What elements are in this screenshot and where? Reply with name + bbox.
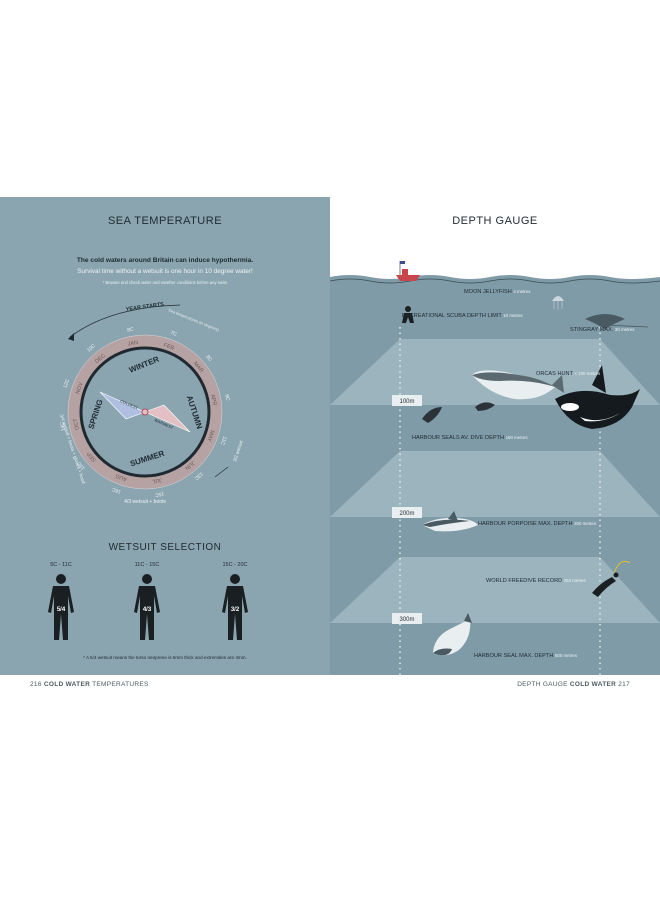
depth-band-300m [330, 557, 660, 623]
harbour-seal-icon [422, 402, 495, 423]
bottom-note: 4/3 wetsuit + boots [124, 499, 166, 505]
left-folio: 216 COLD WATER TEMPERATURES [30, 681, 149, 688]
right-page-number: 217 [618, 681, 630, 688]
depth-gauge-panel: DEPTH GAUGE 100m 200m 300m [330, 197, 660, 675]
suit-range-1: 5C - 11C [50, 562, 72, 568]
boat-icon [396, 261, 420, 281]
temp-label-mar: 8C [204, 354, 213, 363]
month-label-aug: AUG [115, 472, 128, 482]
svg-text:200m: 200m [399, 511, 414, 517]
temperature-labels: 8C 7C 8C 9C 11C 13C 15C 16C 15C 14C 12C 10C [59, 326, 230, 497]
jellyfish-icon [552, 296, 564, 310]
depth-gauge-title: DEPTH GAUGE [452, 215, 538, 227]
month-label-sep: SEP [86, 450, 98, 463]
temp-label-jan: 8C [127, 326, 135, 333]
label-orcas: ORCAS HUNT < 100 metres [536, 371, 601, 377]
svg-text:100m: 100m [399, 399, 414, 405]
ring-outline [67, 334, 223, 490]
suit-range-2: 11C - 15C [134, 562, 160, 568]
depth-illustration: 100m 200m 300m [330, 261, 660, 675]
suit-label-2: 4/3 [142, 607, 152, 613]
side-note-right: 3/2 wetsuit [232, 439, 244, 462]
marker-300m: 300m [392, 613, 422, 624]
intro-line-1: The cold waters around Britain can induc… [76, 257, 254, 264]
freediver-icon [592, 560, 631, 597]
wetsuit-selection-title: WETSUIT SELECTION [108, 542, 222, 553]
wetsuit-icon-5-4 [48, 574, 74, 640]
left-page-number: 216 [30, 681, 42, 688]
suit-range-3: 15C - 20C [222, 562, 248, 568]
year-starts-arrow [69, 304, 181, 338]
whale-icon [472, 370, 564, 400]
dial-note: Sea temperatures (in degrees) [168, 307, 221, 332]
month-label-feb: FEB [163, 342, 175, 351]
label-harbour-seal-max: HARBOUR SEAL MAX. DEPTH 500 metres [474, 653, 578, 659]
deep-harbour-seal-icon [433, 613, 472, 656]
intro-note: * Beware and check water and weather con… [102, 280, 228, 285]
orca-icon [555, 365, 640, 429]
suit-label-1: 5/4 [56, 607, 66, 613]
label-stingray: STINGRAY MAX. 30 metres [570, 327, 635, 333]
temp-label-jul: 15C [154, 490, 164, 498]
right-pointer [214, 466, 229, 478]
temp-label-sep: 15C [76, 460, 87, 471]
arrow-head-icon [68, 333, 74, 341]
surface-line [330, 278, 660, 284]
wetsuit-row: 5C - 11C 11C - 15C 15C - 20C 5/4 4/3 3/2 [36, 562, 294, 652]
left-folio-light: TEMPERATURES [92, 681, 149, 688]
temperature-dial: YEAR STARTS Sea temperatures (in degrees… [59, 302, 244, 505]
stingray-icon [585, 314, 649, 329]
right-folio-light: DEPTH GAUGE [517, 681, 568, 688]
season-ring [79, 346, 211, 478]
temp-label-may: 11C [219, 435, 228, 446]
intro-line-2: Survival time without a wetsuit is one h… [77, 268, 253, 275]
month-label-oct: OCT [73, 417, 81, 430]
temp-label-aug: 16C [111, 486, 122, 495]
month-label-apr: APR [209, 394, 217, 406]
sea-temperature-panel: SEA TEMPERATURE The cold waters around B… [0, 197, 330, 675]
left-folio-bold: COLD WATER [43, 681, 91, 688]
sea-temperature-title: SEA TEMPERATURE [107, 215, 223, 227]
temp-label-nov: 12C [62, 378, 71, 389]
label-harbour-seals-dive: HARBOUR SEALS AV. DIVE DEPTH 150 metres [412, 435, 528, 441]
temp-label-dec: 10C [86, 343, 97, 354]
needle-pivot [141, 408, 149, 416]
right-folio-bold: COLD WATER [569, 681, 617, 688]
label-harbour-porpoise: HARBOUR PORPOISE MAX. DEPTH 200 metres [478, 521, 597, 527]
month-label-nov: NOV [75, 381, 85, 395]
year-starts-label: YEAR STARTS [125, 302, 164, 313]
label-moon-jellyfish: MOON JELLYFISH 4 metres [464, 289, 531, 295]
marker-100m: 100m [392, 395, 422, 406]
depth-band-200m [330, 451, 660, 517]
temp-label-jun: 13C [193, 470, 204, 481]
marker-200m: 200m [392, 507, 422, 518]
wetsuit-icon-4-3 [134, 574, 160, 640]
month-label-jun: JUN [183, 459, 195, 470]
month-label-jul: JUL [152, 476, 163, 484]
label-freedive-record: WORLD FREEDIVE RECORD 253 metres [486, 578, 586, 584]
temp-label-feb: 7C [169, 330, 177, 338]
temp-label-oct: 14C [59, 421, 67, 431]
month-label-may: MAY [205, 429, 215, 442]
scuba-diver-icon [402, 306, 414, 323]
right-folio: DEPTH GAUGE COLD WATER 217 [517, 681, 630, 688]
temp-label-apr: 9C [223, 394, 230, 402]
needle-warm [144, 404, 191, 433]
month-label-jan: JAN [127, 340, 138, 348]
wetsuit-note: * A 5/4 wetsuit means the torso neoprene… [83, 655, 247, 660]
label-scuba-limit: RECREATIONAL SCUBA DEPTH LIMIT 10 metres [402, 313, 524, 319]
suit-label-3: 3/2 [230, 607, 240, 613]
needle-cold [99, 391, 146, 420]
svg-text:300m: 300m [399, 617, 414, 623]
harbour-porpoise-icon [422, 511, 478, 532]
wetsuit-icon-3-2 [222, 574, 248, 640]
